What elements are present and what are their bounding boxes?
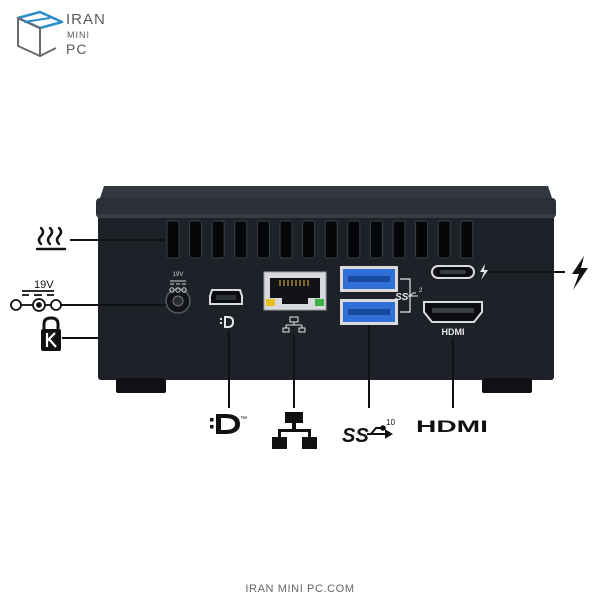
mini-displayport-port <box>209 289 243 305</box>
usb-legend-label: SS <box>342 425 369 447</box>
usb-superspeed-icon <box>367 425 393 439</box>
hdmi-port-label: HDMI <box>442 327 465 337</box>
case-foot-left <box>116 378 166 393</box>
dc-jack-port <box>165 288 191 314</box>
heat-vents <box>166 220 474 259</box>
vent-slot <box>256 220 270 259</box>
logo-line-3: PC <box>66 41 88 57</box>
vent-slot <box>437 220 451 259</box>
case-foot-right <box>482 378 532 393</box>
vent-slot <box>392 220 406 259</box>
heat-vent-icon <box>35 226 67 251</box>
ethernet-led-yellow <box>266 299 275 306</box>
kensington-lock-icon <box>41 316 61 351</box>
usb-port-small-icon <box>408 292 418 297</box>
usb-port-top <box>340 266 398 292</box>
vent-slot <box>415 220 429 259</box>
ethernet-port <box>263 271 327 311</box>
thunderbolt-small-icon <box>480 264 488 280</box>
vent-slot <box>189 220 203 259</box>
vent-slot <box>347 220 361 259</box>
ethernet-small-icon <box>282 316 306 333</box>
dc-small-icon <box>169 280 187 293</box>
dc-small-voltage: 19V <box>173 272 184 278</box>
vent-slot <box>369 220 383 259</box>
hdmi-icon: HDMI <box>416 417 488 436</box>
ethernet-led-green <box>315 299 324 306</box>
vent-slot <box>460 220 474 259</box>
logo-line-2: MINI <box>67 30 90 40</box>
vent-slot <box>234 220 248 259</box>
callout-lines <box>60 239 565 408</box>
logo-line-1: IRAN <box>66 11 106 28</box>
vent-slot <box>211 220 225 259</box>
cube-box-icon <box>16 10 64 57</box>
ethernet-icon <box>272 412 317 449</box>
footer-website: IRAN MINI PC.COM <box>245 583 355 595</box>
dc-power-icon <box>10 290 62 312</box>
usb-port-bottom <box>340 299 398 325</box>
thunderbolt-icon <box>572 256 588 290</box>
dc-voltage-label: 19V <box>34 279 54 291</box>
usb-legend-superscript: 10 <box>386 418 395 427</box>
hdmi-port <box>423 301 483 323</box>
vent-slot <box>302 220 316 259</box>
displayport-small-icon <box>220 316 234 328</box>
vent-slot <box>166 220 180 259</box>
vent-slot <box>279 220 293 259</box>
usb-c-port <box>431 265 475 279</box>
usb-port-label: SS <box>395 292 409 303</box>
displayport-trademark: ™ <box>240 416 247 423</box>
usb-port-superscript: 2 <box>419 288 423 294</box>
mini-displayport-icon <box>210 414 240 434</box>
vent-slot <box>324 220 338 259</box>
